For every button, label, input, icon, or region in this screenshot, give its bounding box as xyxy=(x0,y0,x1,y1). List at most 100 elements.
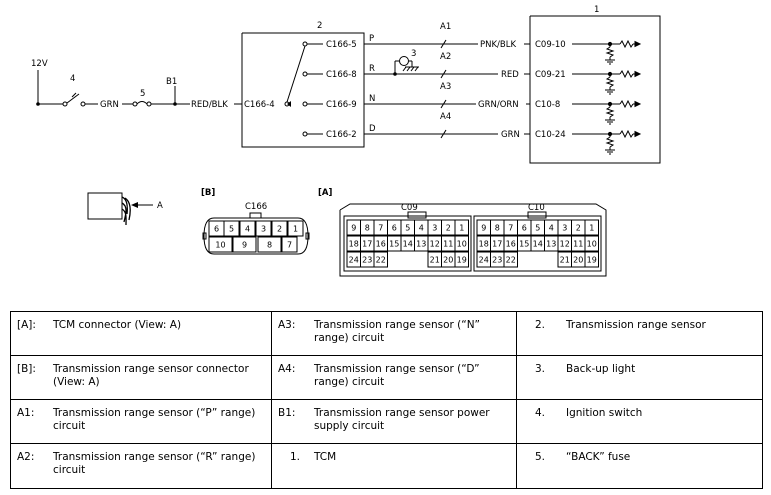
grn-wire-label: GRN xyxy=(100,100,119,110)
connector-b-pin: 7 xyxy=(287,241,292,250)
connector-a-view-label: [A] xyxy=(318,188,332,198)
tcm-connector-pin: 22 xyxy=(376,256,386,265)
tcm-connector-pin: 12 xyxy=(430,240,440,249)
circuit-label: A3 xyxy=(440,82,451,92)
tcm-connector-pin: 6 xyxy=(392,224,397,233)
legend-key: 5. xyxy=(535,451,546,463)
tcm-connector-pin: 3 xyxy=(432,224,437,233)
tcm-connector-pin: 21 xyxy=(560,256,570,265)
tcm-connector-pin: 14 xyxy=(403,240,413,249)
tcm-connector-pin: 4 xyxy=(419,224,424,233)
tcm-connector-pin: 24 xyxy=(349,256,359,265)
connector-b-pin: 3 xyxy=(261,225,266,234)
range-letter: D xyxy=(369,124,376,134)
legend-key: A4: xyxy=(278,363,296,375)
connector-b-pin: 4 xyxy=(245,225,250,234)
legend-description: Transmission range sensor (“P” range) ci… xyxy=(53,407,256,432)
tcm-connector-pin: 2 xyxy=(576,224,581,233)
tcm-connector-pin: 19 xyxy=(587,256,597,265)
red-blk-wire-label: RED/BLK xyxy=(191,100,228,110)
tcm-connector-pin: 6 xyxy=(522,224,527,233)
sensor-pin: C166-9 xyxy=(326,100,357,110)
c09-name: C09 xyxy=(401,203,418,213)
wire-color-label: PNK/BLK xyxy=(480,40,516,50)
legend-description: “BACK” fuse xyxy=(566,451,631,463)
legend-row: [B]:Transmission range sensor connector … xyxy=(10,355,763,400)
sensor-pin: C166-8 xyxy=(326,70,357,80)
circuit-label: A1 xyxy=(440,22,451,32)
legend-key: 4. xyxy=(535,407,546,419)
range-letter: P xyxy=(369,34,374,44)
tcm-connector-pin: 16 xyxy=(376,240,386,249)
tcm-pin: C09-21 xyxy=(535,70,566,80)
legend-cell: 4.Ignition switch xyxy=(516,399,763,444)
tcm-connector-pin: 15 xyxy=(519,240,529,249)
legend-row: A2: Transmission range sensor (“R” range)… xyxy=(10,443,763,489)
sensor-input-pin: C166-4 xyxy=(244,100,275,110)
tcm-connector-pin: 10 xyxy=(587,240,597,249)
tcm-connector-pin: 11 xyxy=(573,240,583,249)
tcm-connector-pin: 13 xyxy=(546,240,556,249)
tcm-callout-label: 1 xyxy=(594,5,599,15)
legend-description: TCM xyxy=(314,451,337,463)
tcm-connector-pin: 20 xyxy=(573,256,583,265)
tcm-pin: C10-24 xyxy=(535,130,566,140)
tcm-connector-pin: 3 xyxy=(562,224,567,233)
supply-voltage-label: 12V xyxy=(31,59,48,69)
legend-cell: [A]:TCM connector (View: A) xyxy=(10,311,272,356)
tcm-connector-pin: 7 xyxy=(508,224,513,233)
legend-key: 3. xyxy=(535,363,546,375)
tcm-pin: C10-8 xyxy=(535,100,560,110)
tcm-connector-pin: 10 xyxy=(457,240,467,249)
tcm-connector-pin: 5 xyxy=(535,224,540,233)
legend-cell: A4:Transmission range sensor (“D” range)… xyxy=(271,355,517,400)
legend-cell: 5. “BACK” fuse xyxy=(516,443,763,489)
tcm-connector-pin: 16 xyxy=(506,240,516,249)
legend-key: B1: xyxy=(278,407,296,419)
legend-cell: A3:Transmission range sensor (“N” range)… xyxy=(271,311,517,356)
wire-color-label: GRN/ORN xyxy=(478,100,519,110)
tcm-connector-pin: 17 xyxy=(362,240,372,249)
legend-key: [A]: xyxy=(17,319,36,331)
legend-row: [A]:TCM connector (View: A)A3:Transmissi… xyxy=(10,311,763,356)
tcm-pin: C09-10 xyxy=(535,40,566,50)
tcm-connector-pin: 18 xyxy=(349,240,359,249)
tcm-connector-pin: 9 xyxy=(351,224,356,233)
tcm-connector-pin: 23 xyxy=(362,256,372,265)
wire-color-label: RED xyxy=(501,70,519,80)
legend-key: 1. xyxy=(290,451,301,463)
connector-b-pin: 8 xyxy=(267,241,272,250)
tcm-connector-pin: 24 xyxy=(479,256,489,265)
tcm-connector-pin: 8 xyxy=(495,224,500,233)
legend-description: Back-up light xyxy=(566,363,636,375)
legend-row: A1: Transmission range sensor (“P” range)… xyxy=(10,399,763,444)
circuit-label: A4 xyxy=(440,112,451,122)
legend-cell: 1. TCM xyxy=(271,443,517,489)
legend-key: [B]: xyxy=(17,363,36,375)
range-letter: N xyxy=(369,94,375,104)
legend-cell: [B]:Transmission range sensor connector … xyxy=(10,355,272,400)
tcm-connector-pin: 9 xyxy=(481,224,486,233)
legend-description: Transmission range sensor xyxy=(566,319,706,331)
legend-key: A2: xyxy=(17,451,35,463)
sensor-pin: C166-2 xyxy=(326,130,357,140)
legend-description: Transmission range sensor (“R” range) ci… xyxy=(53,451,256,476)
tcm-connector-pin: 8 xyxy=(365,224,370,233)
circuit-label: A2 xyxy=(440,52,451,62)
ignition-switch-label: 4 xyxy=(70,74,75,84)
tcm-connector-pin: 13 xyxy=(416,240,426,249)
tcm-connector-pin: 1 xyxy=(459,224,464,233)
connector-b-pin: 10 xyxy=(215,241,225,250)
tcm-connector-pin: 19 xyxy=(457,256,467,265)
connector-b-pin: 5 xyxy=(229,225,234,234)
wiring-diagram: 12V 4 GRN 5 B1 RED/BLK C166-4 2 C166-5 C… xyxy=(31,5,661,277)
wire-color-label: GRN xyxy=(501,130,520,140)
connector-b-name: C166 xyxy=(245,202,267,212)
tcm-connector-pin: 14 xyxy=(533,240,543,249)
fuse-label: 5 xyxy=(140,89,145,99)
legend-key: A1: xyxy=(17,407,35,419)
tcm-connector-pin: 4 xyxy=(549,224,554,233)
tcm-connector-pin: 23 xyxy=(492,256,502,265)
legend-key: 2. xyxy=(535,319,546,331)
tcm-connector-pin: 22 xyxy=(506,256,516,265)
